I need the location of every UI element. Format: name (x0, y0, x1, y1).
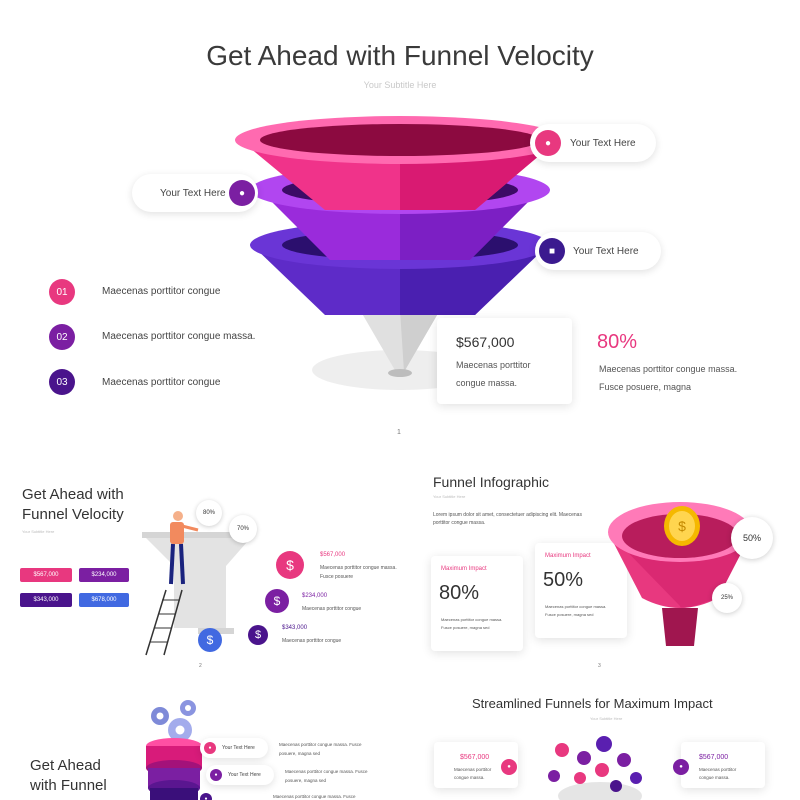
callout-label: Your Text Here (570, 137, 636, 149)
page-number: 3 (598, 663, 601, 669)
card-value: $567,000 (699, 754, 729, 761)
slide4-text: posuere, magna sed (285, 778, 327, 783)
page-title: Get Ahead with Funnel Velocity (206, 40, 594, 71)
item-value: $234,000 (302, 593, 328, 599)
item-text: Fusce posuere (320, 574, 354, 580)
slide5-title: Streamlined Funnels for Maximum Impact (472, 696, 713, 711)
coin-funnel-graphic: $ (608, 502, 752, 646)
ladder-funnel-illustration: $ (142, 511, 254, 656)
slide2-title: Get Ahead with (22, 486, 124, 503)
slide2-title: Funnel Velocity (22, 506, 124, 523)
list-item-3: Maecenas porttitor congue (102, 377, 221, 388)
impact-text: Maecenas porttitor congue massa. (545, 604, 607, 609)
item-text: Maecenas porttitor congue (282, 638, 342, 644)
impact-label: Maximum Impact (441, 566, 487, 572)
impact-card-1: Maximum Impact 80% Maecenas porttitor co… (431, 556, 523, 651)
impact-label: Maximum Impact (545, 553, 591, 559)
svg-text:$: $ (678, 518, 686, 534)
callout-small: Your Text Here (200, 738, 268, 758)
svg-text:$: $ (207, 633, 214, 647)
slide3-subtitle: Your Subtitle Here (433, 494, 466, 499)
callout-label: Your Text Here (222, 745, 255, 751)
pin-icon: ● (204, 742, 216, 754)
dollar-icon: $ (276, 551, 304, 579)
page-number: 2 (199, 663, 202, 669)
impact-card-2: Maximum Impact 50% Maecenas porttitor co… (535, 543, 627, 638)
lorem-text: Lorem ipsum dolor sit amet, consectetuer… (433, 512, 582, 518)
tag: $567,000 (20, 568, 72, 582)
card-text: congue massa. (699, 775, 730, 780)
people-funnel-graphic (548, 736, 642, 800)
card-text: Maecenas porttitor (454, 767, 492, 772)
tag: $678,000 (79, 593, 129, 607)
impact-value: 80% (439, 582, 480, 604)
item-value: $567,000 (320, 552, 346, 558)
lorem-text: porttitor congue massa. (433, 520, 486, 526)
pin-icon: ● (210, 769, 222, 781)
dollar-icon: $ (265, 589, 289, 613)
list-number-2: 02 (49, 324, 75, 350)
callout-small: Your Text Here (206, 765, 274, 785)
circle-icon: ● (673, 759, 689, 775)
slide5-subtitle: Your Subtitle Here (590, 716, 623, 721)
dollar-icon: $ (248, 625, 268, 645)
slide4-title: Get Ahead (30, 757, 101, 774)
circle-icon: ● (501, 759, 517, 775)
list-number-3: 03 (49, 369, 75, 395)
callout-label: Your Text Here (228, 772, 261, 778)
list-item-2: Maecenas porttitor congue massa. (102, 331, 256, 342)
percent-bubble: 80% (196, 500, 222, 526)
slide4-title: with Funnel (30, 777, 107, 794)
card-text: congue massa. (454, 775, 485, 780)
slide2-subtitle: Your Subtitle Here (22, 529, 55, 534)
impact-text: Fusce posuere, magna sed (545, 612, 594, 617)
card-text: Maecenas porttitor (699, 767, 737, 772)
item-text: Maecenas porttitor congue (302, 606, 362, 612)
page-number: 1 (397, 429, 401, 436)
stat-text: congue massa. (456, 378, 518, 388)
slide4-text: Maecenas porttitor congue massa. Fusce (279, 742, 362, 747)
impact-text: Maecenas porttitor congue massa. (441, 617, 503, 622)
percent-bubble: 50% (731, 517, 773, 559)
callout-label: Your Text Here (573, 245, 639, 257)
item-value: $343,000 (282, 625, 308, 631)
slide3-title: Funnel Infographic (433, 474, 549, 490)
bell-icon: ● (535, 130, 561, 156)
list-item-1: Maecenas porttitor congue (102, 286, 221, 297)
percent-value: 80% (597, 331, 638, 353)
card-value: $567,000 (460, 754, 490, 761)
slide4-text: posuere, magna sed (279, 751, 321, 756)
percent-text: Fusce posuere, magna (599, 382, 692, 392)
item-text: Maecenas porttitor congue massa. (320, 565, 397, 571)
tag: $234,000 (79, 568, 129, 582)
percent-text: Maecenas porttitor congue massa. (599, 364, 738, 374)
list-number-1: 01 (49, 279, 75, 305)
slide5-card-right: $567,000 Maecenas porttitor congue massa… (681, 742, 765, 788)
calendar-icon: ■ (539, 238, 565, 264)
pin-icon: ● (200, 793, 212, 800)
page-subtitle: Your Subtitle Here (363, 80, 437, 90)
stat-value: $567,000 (456, 334, 515, 350)
slide4-text: Maecenas porttitor congue massa. Fusce (285, 769, 368, 774)
stat-card: $567,000 Maecenas porttitor congue massa… (437, 318, 572, 404)
funnel-graphic (235, 116, 565, 390)
impact-text: Fusce posuere, magna sed (441, 625, 490, 630)
callout-label: Your Text Here (160, 187, 226, 199)
tag: $343,000 (20, 593, 72, 607)
slide4-text: Maecenas porttitor congue massa. Fusce (273, 794, 356, 799)
gear-funnel-graphic (146, 700, 202, 800)
impact-value: 50% (543, 569, 584, 591)
lightbulb-icon: ● (229, 180, 255, 206)
percent-bubble: 25% (712, 583, 742, 613)
stat-text: Maecenas porttitor (456, 360, 531, 370)
percent-bubble: 70% (229, 515, 257, 543)
